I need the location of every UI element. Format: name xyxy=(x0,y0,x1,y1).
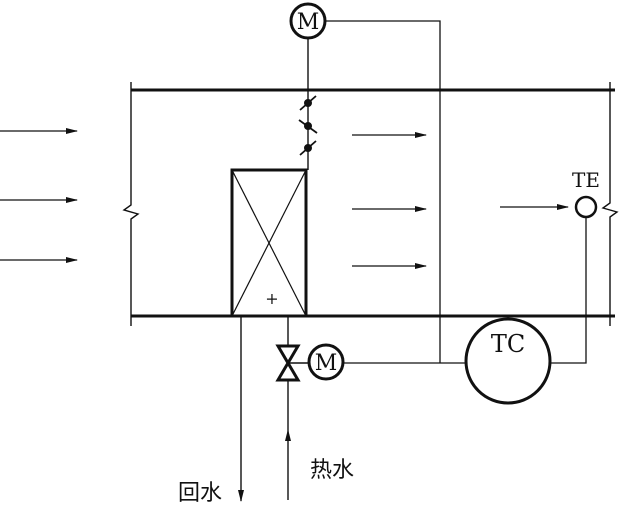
hot-water-label: 热水 xyxy=(310,458,354,483)
motor-top-label: M xyxy=(297,10,320,35)
duct xyxy=(122,82,619,326)
sensor-label: TE xyxy=(572,168,600,192)
sensor-signal-line xyxy=(550,217,587,364)
damper-pivot xyxy=(304,144,312,152)
motor-actuator-top: M xyxy=(289,2,327,40)
motor-icon xyxy=(307,343,345,381)
two-way-valve xyxy=(275,344,308,382)
damper xyxy=(298,38,318,170)
damper-pivot xyxy=(304,122,312,130)
temperature-controller-icon xyxy=(464,317,552,405)
motor-actuator-valve: M xyxy=(307,343,345,381)
water-pipes xyxy=(238,316,291,502)
temperature-sensor-icon xyxy=(574,195,598,219)
coil-cross-b xyxy=(231,169,307,317)
motor-valve-label: M xyxy=(315,351,338,376)
temperature-controller: TC xyxy=(464,317,552,405)
duct-air-arrows xyxy=(352,132,569,269)
temperature-sensor: TE xyxy=(572,168,600,219)
heating-coil xyxy=(230,168,308,318)
controller-label: TC xyxy=(491,330,525,358)
coil-plus-label: + xyxy=(265,289,278,308)
damper-pivot xyxy=(304,99,312,107)
duct-right-break xyxy=(601,82,619,326)
heating-coil-icon xyxy=(230,168,308,318)
control-line-top xyxy=(325,20,441,363)
duct-left-break xyxy=(122,82,140,326)
return-water-label: 回水 xyxy=(178,481,222,506)
inlet-air-arrows xyxy=(0,128,78,263)
